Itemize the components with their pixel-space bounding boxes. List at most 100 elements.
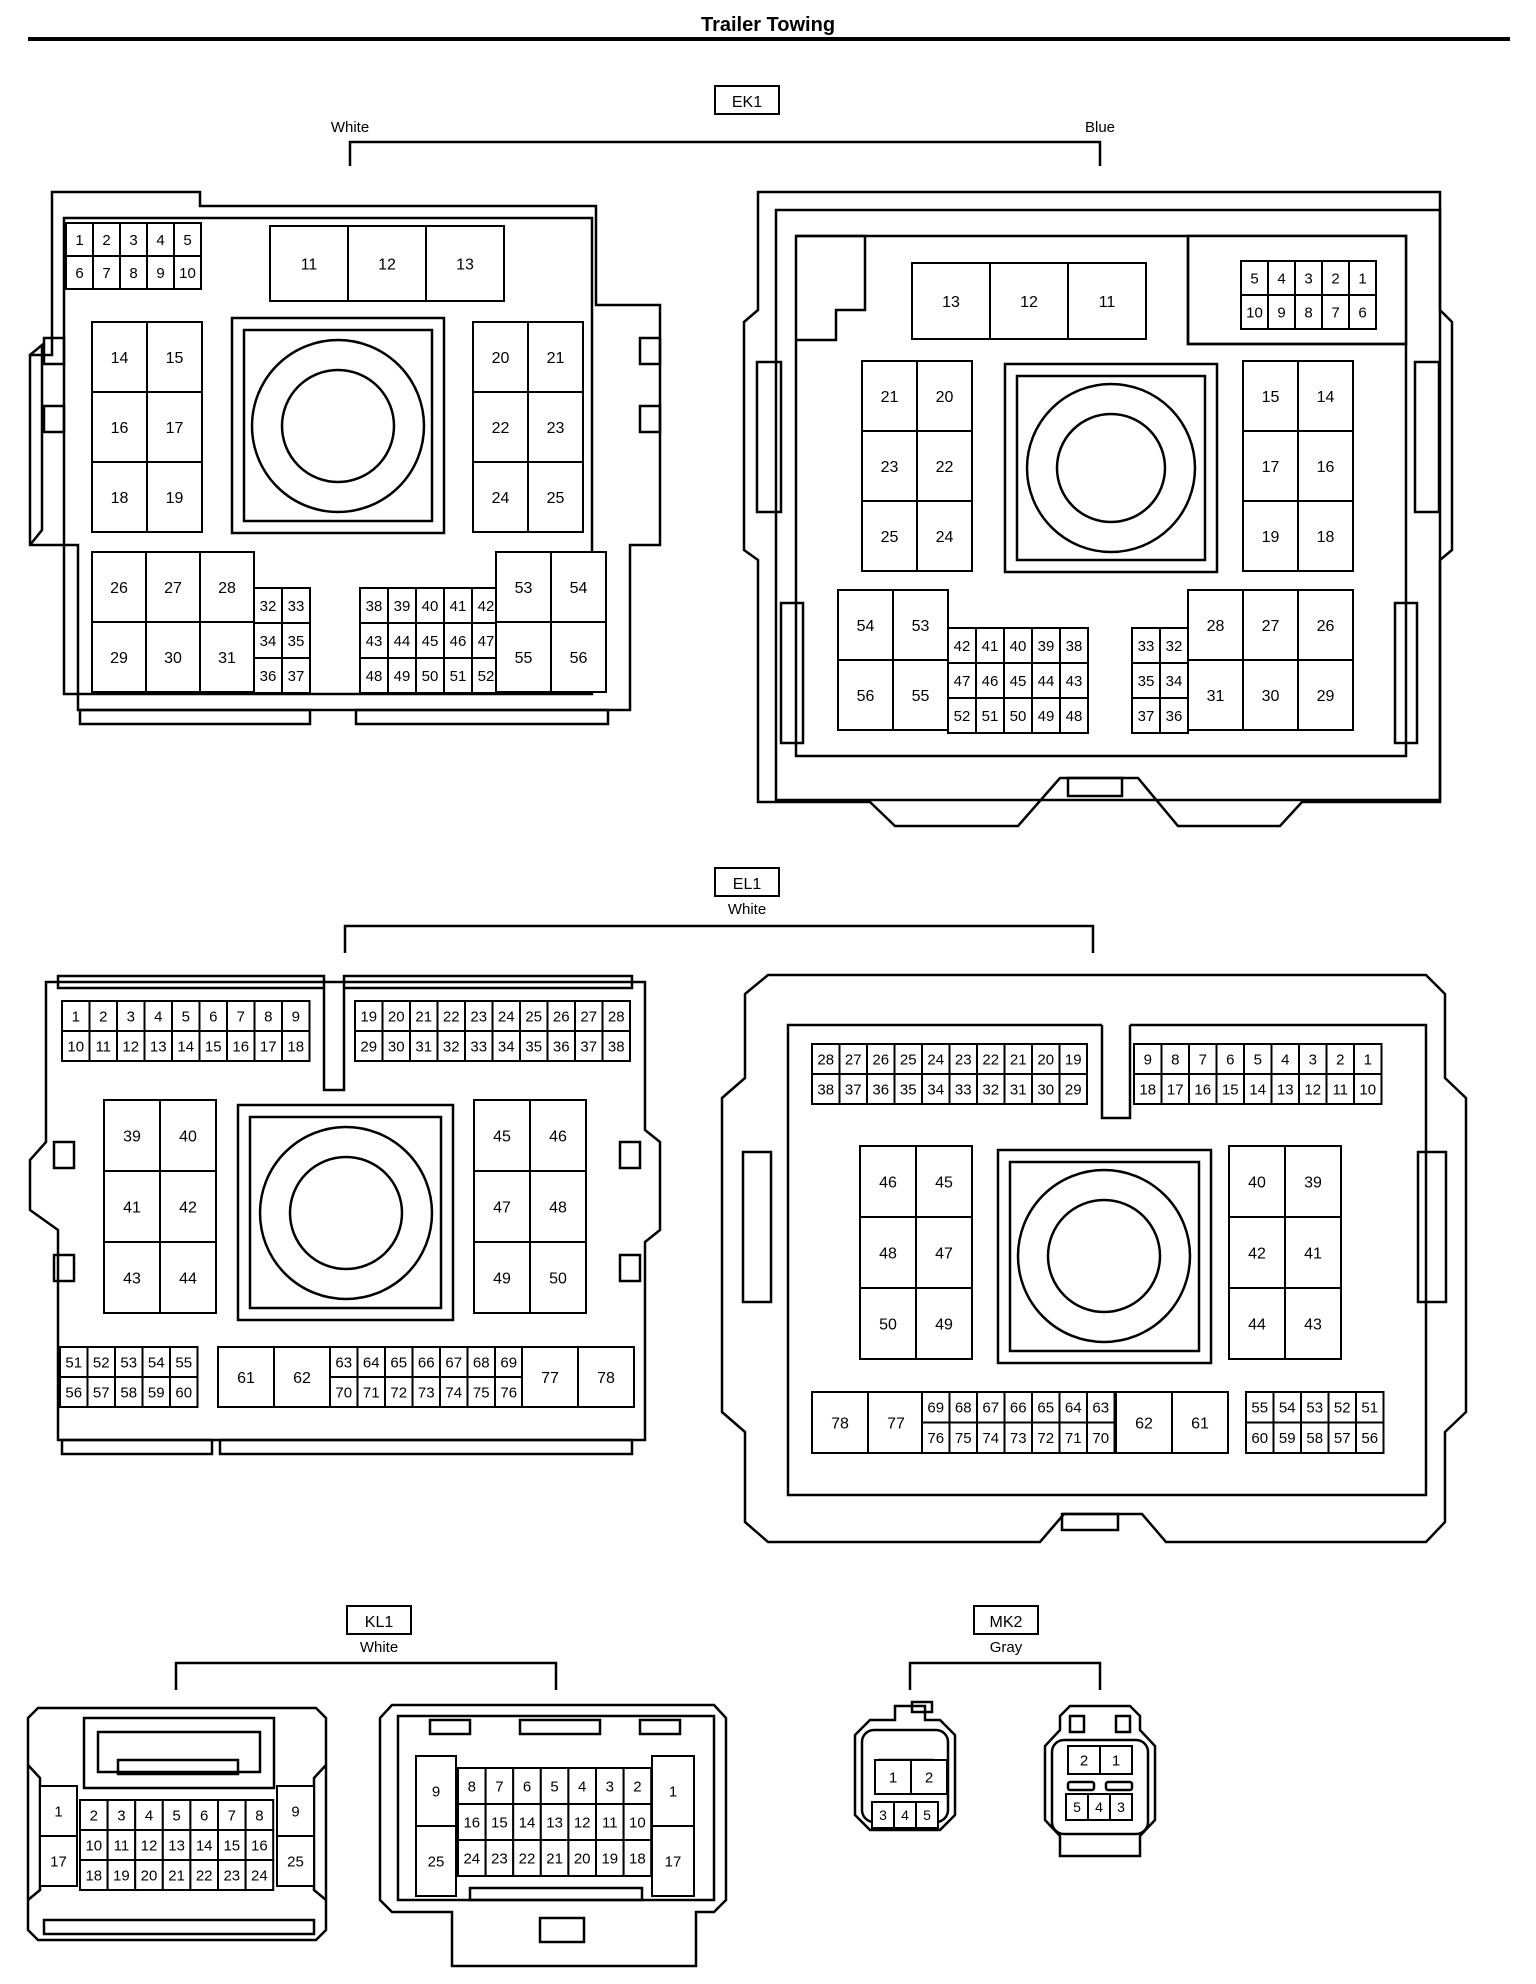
el1-l-pin-label: 71 xyxy=(363,1384,380,1401)
kl1-l-pin-label: 12 xyxy=(141,1837,158,1854)
el1-l-pin-label: 13 xyxy=(150,1038,167,1055)
kl1-l-pin-label: 5 xyxy=(172,1807,180,1824)
el1-l-cell-27: 27 xyxy=(574,1000,604,1032)
kl1-r-pin-label: 7 xyxy=(495,1778,503,1795)
el1-l-cell-20: 20 xyxy=(381,1000,411,1032)
kl1-l-pin-label: 24 xyxy=(251,1867,268,1884)
el1-r-pin-label: 23 xyxy=(955,1051,972,1068)
ek1-r-pin-label: 34 xyxy=(1166,673,1183,690)
el1-r-cell-19: 19 xyxy=(1058,1043,1088,1075)
el1-l-pin-label: 10 xyxy=(67,1038,84,1055)
el1-r-pin-label: 7 xyxy=(1199,1051,1207,1068)
kl1-l-pin-label: 20 xyxy=(141,1867,158,1884)
el1-l-pin-label: 18 xyxy=(287,1038,304,1055)
el1-l-pin-label: 77 xyxy=(541,1370,559,1387)
el1-r-pin-label: 35 xyxy=(900,1081,917,1098)
el1-r-pin-label: 34 xyxy=(927,1081,944,1098)
el1-r-pin-label: 14 xyxy=(1249,1081,1266,1098)
kl1-l-cell-22: 22 xyxy=(189,1859,219,1891)
ek1-r-pin-label: 49 xyxy=(1038,708,1055,725)
el1-r-pin-label: 42 xyxy=(1248,1245,1266,1262)
kl1-r-cell-12: 12 xyxy=(567,1803,598,1841)
el1-r-pin-label: 12 xyxy=(1304,1081,1321,1098)
el1-l-cell-68: 68 xyxy=(466,1346,496,1378)
ek1-r-cell-28: 28 xyxy=(1187,589,1244,661)
ek1-l-cell-34: 34 xyxy=(253,622,283,659)
el1-r-pin-label: 51 xyxy=(1361,1400,1378,1417)
kl1-l-cell-16: 16 xyxy=(244,1829,275,1861)
ek1-r-cell-50: 50 xyxy=(1003,697,1033,734)
ek1-l-cell-50: 50 xyxy=(415,657,445,694)
el1-l-pin-label: 27 xyxy=(580,1008,597,1025)
el1-l-pin-label: 2 xyxy=(99,1008,107,1025)
kl1-r-cell-22: 22 xyxy=(512,1839,542,1877)
el1-l-cell-78: 78 xyxy=(577,1346,635,1408)
kl1-l-cell-3: 3 xyxy=(106,1799,137,1831)
el1-r-pin-label: 71 xyxy=(1065,1430,1082,1447)
ek1-r-cell-15: 15 xyxy=(1242,360,1299,432)
el1-r-pin-label: 15 xyxy=(1222,1081,1239,1098)
ek1-l-pin-label: 56 xyxy=(570,650,588,667)
el1-r-pin-label: 27 xyxy=(845,1051,862,1068)
ek1-l-pin-label: 39 xyxy=(394,598,411,615)
ek1-l-cell-53: 53 xyxy=(495,551,552,623)
el1-l-pin-label: 34 xyxy=(498,1038,515,1055)
el1-r-pin-label: 41 xyxy=(1304,1245,1322,1262)
ek1-l-pin-label: 13 xyxy=(456,256,474,273)
el1-r-pin-label: 38 xyxy=(817,1081,834,1098)
ek1-r-pin-label: 4 xyxy=(1277,270,1285,287)
kl1-r-cell-11: 11 xyxy=(595,1803,625,1841)
el1-r-pin-label: 73 xyxy=(1010,1430,1027,1447)
el1-l-pin-label: 37 xyxy=(580,1038,597,1055)
el1-l-cell-3: 3 xyxy=(116,1000,146,1032)
el1-l-cell-50: 50 xyxy=(529,1241,587,1314)
el1-l-pin-label: 56 xyxy=(65,1384,82,1401)
el1-l-cell-14: 14 xyxy=(171,1030,201,1062)
ek1-r-pin-label: 17 xyxy=(1262,459,1280,476)
ek1-r-pin-label: 13 xyxy=(942,294,960,311)
el1-color: White xyxy=(728,901,766,918)
kl1-l-cell-18: 18 xyxy=(79,1859,109,1891)
ek1-l-cell-28: 28 xyxy=(199,551,255,623)
el1-l-pin-label: 73 xyxy=(418,1384,435,1401)
el1-r-pin-label: 68 xyxy=(955,1400,972,1417)
el1-l-pin-label: 66 xyxy=(418,1354,435,1371)
ek1-r-pin-label: 10 xyxy=(1246,304,1263,321)
ek1-l-pin-label: 51 xyxy=(450,668,467,685)
el1-l-pin-label: 22 xyxy=(443,1008,460,1025)
ek1-l-cell-45: 45 xyxy=(415,622,445,659)
kl1-l-cell-5: 5 xyxy=(161,1799,192,1831)
el1-l-pin-label: 38 xyxy=(608,1038,625,1055)
el1-r-pin-label: 59 xyxy=(1279,1430,1296,1447)
ek1-r-cell-22: 22 xyxy=(916,430,973,502)
kl1-l-pin-label: 18 xyxy=(85,1867,102,1884)
el1-l-pin-label: 76 xyxy=(500,1384,517,1401)
mk2-r-pin-label: 5 xyxy=(1073,1799,1081,1815)
ek1-r-cell-51: 51 xyxy=(975,697,1005,734)
kl1-l-pin-label: 17 xyxy=(50,1853,67,1870)
el1-r-pin-label: 60 xyxy=(1251,1430,1268,1447)
ek1-r-pin-label: 27 xyxy=(1262,618,1280,635)
el1-r-cell-4: 4 xyxy=(1270,1043,1300,1075)
el1-l-cell-46: 46 xyxy=(529,1099,587,1172)
kl1-color: White xyxy=(360,1639,398,1656)
el1-r-cell-15: 15 xyxy=(1215,1073,1245,1105)
ek1-r-pin-label: 15 xyxy=(1262,389,1280,406)
el1-l-pin-label: 31 xyxy=(415,1038,432,1055)
kl1-l-cell-13: 13 xyxy=(161,1829,192,1861)
el1-l-pin-label: 54 xyxy=(148,1354,165,1371)
el1-r-pin-label: 22 xyxy=(982,1051,999,1068)
ek1-r-pin-label: 3 xyxy=(1304,270,1312,287)
ek1-r-cell-5: 5 xyxy=(1240,260,1269,296)
ek1-r-cell-53: 53 xyxy=(892,589,949,661)
kl1-r-cell-25: 25 xyxy=(415,1825,457,1897)
el1-r-cell-21: 21 xyxy=(1003,1043,1033,1075)
ek1-r-pin-label: 36 xyxy=(1166,708,1183,725)
ek1-r-pin-label: 46 xyxy=(982,673,999,690)
el1-l-cell-37: 37 xyxy=(574,1030,604,1062)
ek1-l-cell-12: 12 xyxy=(347,225,427,302)
ek1-r-pin-label: 54 xyxy=(857,618,875,635)
kl1-r-pin-label: 22 xyxy=(519,1850,536,1867)
el1-r-cell-40: 40 xyxy=(1228,1145,1286,1218)
el1-r-cell-32: 32 xyxy=(976,1073,1006,1105)
